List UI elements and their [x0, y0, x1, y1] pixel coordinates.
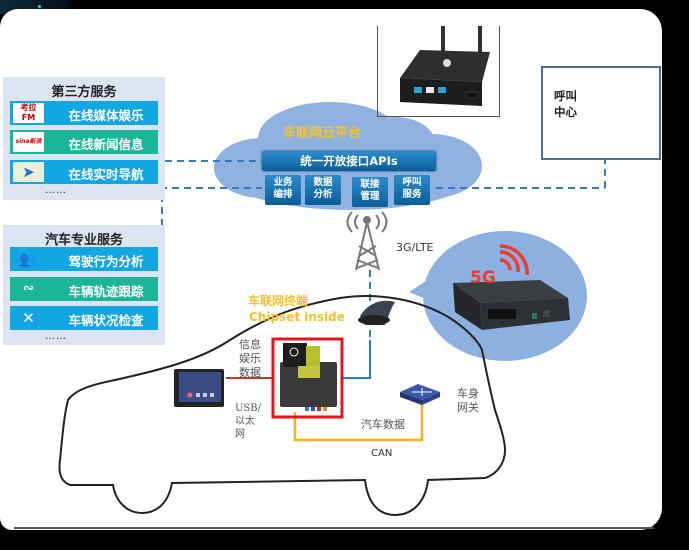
- terminal-antenna-wire: [343, 340, 371, 379]
- panel-title: 第三方服务: [51, 85, 117, 100]
- card-edge: [14, 527, 654, 529]
- navigation-arrow-icon: ➤: [13, 162, 44, 182]
- body-gateway-label: 车身网关: [457, 387, 479, 414]
- can-bus-wire: [293, 404, 424, 442]
- chipset-subtitle: Chipset inside: [249, 310, 345, 324]
- call-center-box: 呼叫中心: [541, 66, 661, 160]
- service-label: 在线新闻信息: [68, 137, 144, 152]
- service-item-driving-behavior[interactable]: 👥 驾驶行为分析: [10, 247, 158, 271]
- users-group-icon: 👥: [19, 250, 38, 268]
- link-auto-services-cloud: [161, 187, 262, 286]
- infotainment-data-label: 信息娱乐数据: [239, 338, 261, 379]
- cloud-module-data-analysis[interactable]: 数据分析: [305, 175, 341, 205]
- service-item-online-news[interactable]: sina新浪网 在线新闻信息: [10, 130, 158, 154]
- can-bus-label: CAN: [371, 448, 393, 459]
- auto-services-panel: 汽车专业服务 👥 驾驶行为分析 ∾ 车辆轨迹跟踪 ✕ 车辆状况检查 ……: [3, 225, 165, 345]
- service-label: 车辆状况检查: [68, 313, 144, 328]
- 5g-module-device-icon: [453, 280, 570, 330]
- wrench-tools-icon: ✕: [22, 309, 35, 327]
- router-image-frame: [377, 26, 500, 117]
- cloud-module-connection-management[interactable]: 联接管理: [352, 177, 388, 207]
- cloud-platform-title: 车联网云平台: [283, 126, 362, 141]
- sina-news-logo-icon: sina新浪网: [13, 132, 44, 152]
- gateway-switch-icon: [400, 384, 440, 405]
- service-item-vehicle-inspection[interactable]: ✕ 车辆状况检查: [10, 306, 158, 330]
- service-item-vehicle-tracking[interactable]: ∾ 车辆轨迹跟踪: [10, 277, 158, 301]
- cloud-module-business-orchestration[interactable]: 业务编排: [265, 175, 301, 205]
- 5g-signal-icon: [499, 244, 529, 276]
- terminal-title: 车联网终端: [248, 294, 309, 308]
- service-label: 在线媒体娱乐: [68, 108, 144, 123]
- router-device-icon: [400, 26, 490, 106]
- infotainment-display-icon: [174, 369, 224, 407]
- telematics-chip-icon: [271, 337, 344, 419]
- cloud-module-call-service[interactable]: 呼叫服务: [394, 175, 430, 205]
- service-label: 车辆轨迹跟踪: [68, 284, 144, 299]
- service-item-navigation[interactable]: ➤ 在线实时导航: [10, 160, 158, 184]
- route-nodes-icon: ∾: [23, 281, 34, 296]
- panel-title: 汽车专业服务: [44, 233, 123, 248]
- service-label: 驾驶行为分析: [68, 254, 144, 269]
- service-label: 在线实时导航: [68, 167, 144, 182]
- network-label: 3G/LTE: [396, 241, 434, 254]
- more-indicator: ……: [45, 185, 67, 196]
- 5g-label: 5G: [470, 268, 496, 288]
- usb-ethernet-label: USB/以太网: [235, 403, 261, 440]
- call-center-label: 呼叫中心: [554, 89, 577, 119]
- car-data-label: 汽车数据: [361, 418, 405, 431]
- cell-tower-icon: [346, 211, 388, 271]
- open-api-bar[interactable]: 统一开放接口APIs: [262, 151, 436, 171]
- car-outline: [58, 295, 507, 517]
- more-indicator: ……: [45, 331, 67, 342]
